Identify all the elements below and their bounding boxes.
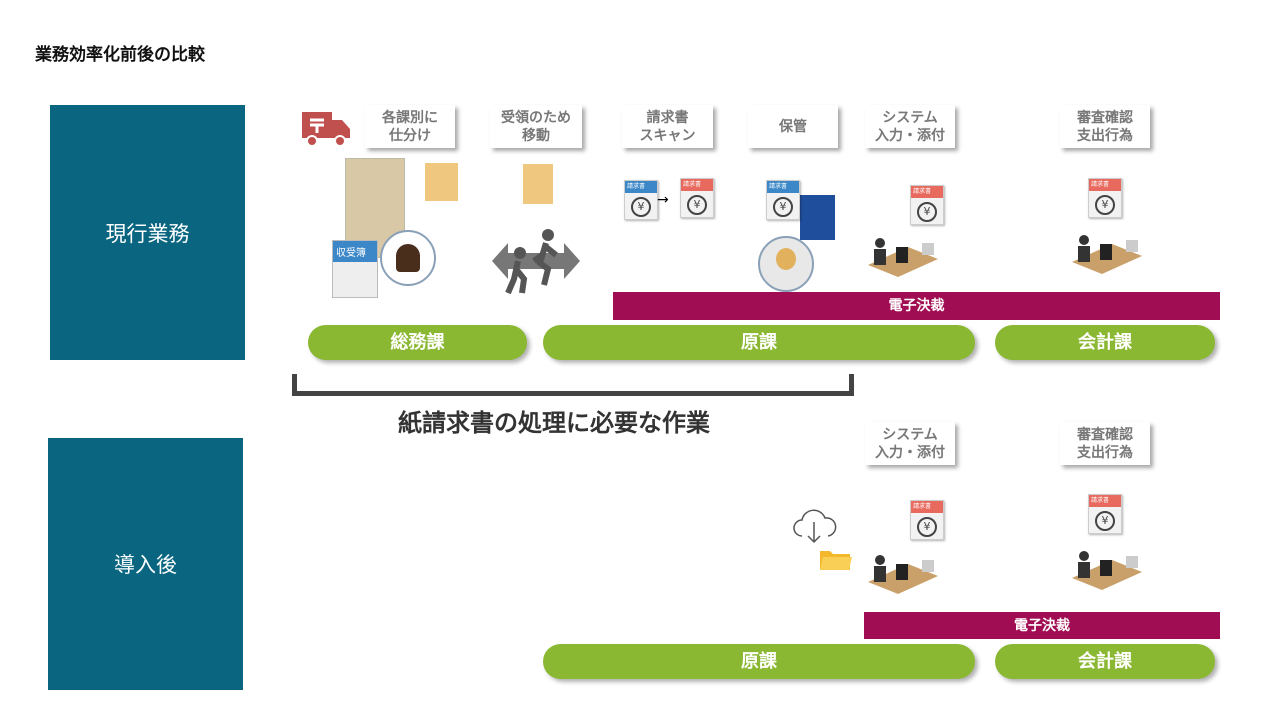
bracket (292, 374, 854, 396)
electronic-approval-bar: 電子決裁 (864, 612, 1220, 639)
dept-accounting: 会計課 (995, 325, 1215, 360)
digital-invoice-icon: 請求書¥ (1088, 178, 1122, 218)
walking-people-icon (492, 225, 580, 295)
binder-icon (800, 195, 835, 240)
office-worker-desk-icon (868, 542, 938, 606)
delivery-truck-icon (302, 110, 350, 148)
envelope-icon (425, 163, 458, 201)
step-review: 審査確認 支出行為 (1060, 422, 1150, 465)
page-title: 業務効率化前後の比較 (35, 45, 205, 65)
dept-originating: 原課 (543, 644, 975, 679)
paper-invoice-icon: 請求書¥ (624, 180, 658, 220)
dept-general-affairs: 総務課 (308, 325, 527, 360)
stressed-worker-icon (758, 236, 814, 292)
stressed-worker-icon (380, 230, 436, 286)
bracket-caption: 紙請求書の処理に必要な作業 (398, 409, 710, 437)
step-sort: 各課別に 仕分け (365, 105, 455, 148)
step-move: 受領のため 移動 (490, 105, 582, 148)
dept-originating: 原課 (543, 325, 975, 360)
dept-accounting: 会計課 (995, 644, 1215, 679)
office-worker-desk-icon (1072, 222, 1142, 286)
ledger-icon: 収受簿 (332, 240, 378, 298)
office-worker-desk-icon (1072, 538, 1142, 602)
office-worker-desk-icon (868, 225, 938, 289)
arrow-right-icon: → (657, 192, 669, 208)
digital-invoice-icon: 請求書¥ (680, 178, 714, 218)
step-scan: 請求書 スキャン (622, 105, 713, 148)
section-current: 現行業務 (50, 105, 245, 360)
electronic-approval-bar: 電子決裁 (613, 292, 1220, 320)
step-system-input: システム 入力・添付 (865, 105, 955, 148)
paper-invoice-icon: 請求書¥ (766, 180, 800, 220)
section-after: 導入後 (48, 438, 243, 690)
step-store: 保管 (748, 105, 838, 148)
ledger-label: 収受簿 (333, 241, 377, 262)
folder-icon (820, 548, 852, 570)
step-system-input: システム 入力・添付 (865, 422, 955, 465)
digital-invoice-icon: 請求書¥ (1088, 494, 1122, 534)
step-review: 審査確認 支出行為 (1060, 105, 1150, 148)
digital-invoice-icon: 請求書¥ (910, 500, 944, 540)
envelope-icon (523, 164, 553, 204)
cloud-download-icon (792, 508, 838, 544)
digital-invoice-icon: 請求書¥ (910, 185, 944, 225)
